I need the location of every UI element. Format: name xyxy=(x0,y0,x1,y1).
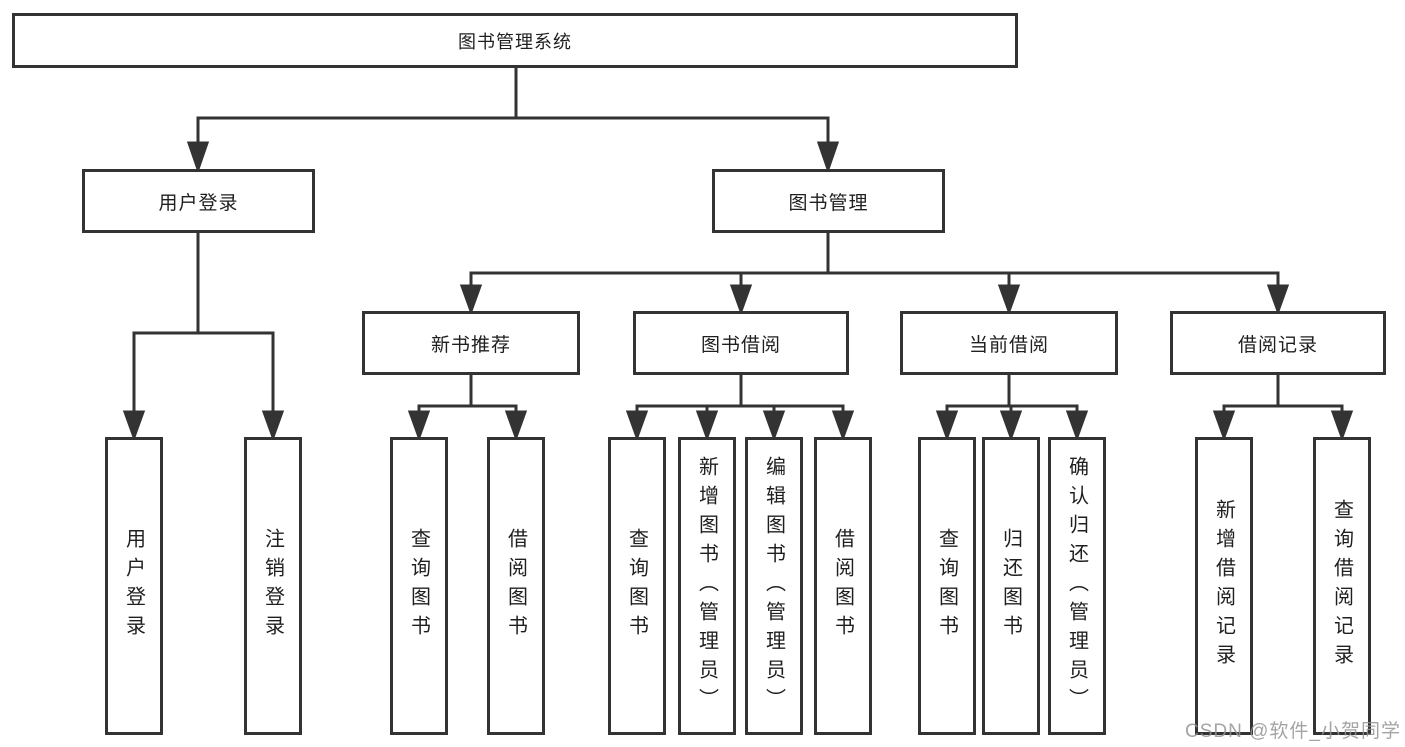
leaf-query-books-current-label: 查询图书 xyxy=(935,528,958,644)
leaf-add-borrow-record-label: 新增借阅记录 xyxy=(1212,499,1235,673)
node-current-borrowing: 当前借阅 xyxy=(900,311,1118,375)
node-borrowing-records: 借阅记录 xyxy=(1170,311,1386,375)
leaf-logout: 注销登录 xyxy=(244,437,302,735)
leaf-logout-label: 注销登录 xyxy=(261,528,284,644)
leaf-borrow-books-recommendation-label: 借阅图书 xyxy=(504,528,527,644)
leaf-query-borrow-record: 查询借阅记录 xyxy=(1313,437,1371,735)
leaf-query-books-borrowing: 查询图书 xyxy=(608,437,666,735)
leaf-user-login-label: 用户登录 xyxy=(122,528,145,644)
leaf-add-books-admin: 新增图书（管理员） xyxy=(678,437,736,735)
node-book-borrowing: 图书借阅 xyxy=(633,311,849,375)
leaf-add-borrow-record: 新增借阅记录 xyxy=(1195,437,1253,735)
leaf-query-borrow-record-label: 查询借阅记录 xyxy=(1330,499,1353,673)
leaf-edit-books-admin-label: 编辑图书（管理员） xyxy=(762,455,785,717)
leaf-add-books-admin-label: 新增图书（管理员） xyxy=(695,455,718,717)
leaf-confirm-return-admin-label: 确认归还（管理员） xyxy=(1065,455,1088,717)
node-library-management-system: 图书管理系统 xyxy=(12,13,1018,68)
leaf-borrow-books-borrowing: 借阅图书 xyxy=(814,437,872,735)
node-user-login: 用户登录 xyxy=(82,169,315,233)
leaf-edit-books-admin: 编辑图书（管理员） xyxy=(745,437,803,735)
leaf-borrow-books-borrowing-label: 借阅图书 xyxy=(831,528,854,644)
leaf-return-books: 归还图书 xyxy=(982,437,1040,735)
leaf-user-login: 用户登录 xyxy=(105,437,163,735)
leaf-query-books-recommendation-label: 查询图书 xyxy=(407,528,430,644)
watermark: CSDN @软件_小贺同学 xyxy=(1185,721,1401,742)
node-new-book-recommendation: 新书推荐 xyxy=(362,311,580,375)
leaf-borrow-books-recommendation: 借阅图书 xyxy=(487,437,545,735)
leaf-query-books-current: 查询图书 xyxy=(918,437,976,735)
node-book-management: 图书管理 xyxy=(712,169,945,233)
leaf-query-books-borrowing-label: 查询图书 xyxy=(625,528,648,644)
leaf-return-books-label: 归还图书 xyxy=(999,528,1022,644)
leaf-confirm-return-admin: 确认归还（管理员） xyxy=(1048,437,1106,735)
leaf-query-books-recommendation: 查询图书 xyxy=(390,437,448,735)
